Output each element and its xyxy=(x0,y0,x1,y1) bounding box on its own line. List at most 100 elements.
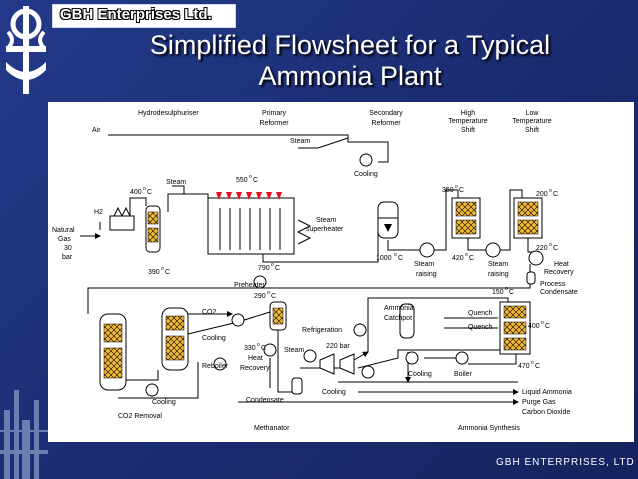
svg-text:330: 330 xyxy=(244,345,256,352)
label-quench-1: Quench xyxy=(468,310,493,317)
label-cooling-bottom-left: Cooling xyxy=(152,399,176,406)
label-heat-recovery-2b: Recovery xyxy=(240,365,270,372)
label-ammonia-catchpot-1: Ammonia xyxy=(384,305,414,312)
to-lts-line xyxy=(500,189,523,251)
label-steam-raising-1b: raising xyxy=(416,271,437,278)
label-carbon-dioxide: Carbon Dioxide xyxy=(522,409,570,416)
label-natural-gas-1: Natural xyxy=(52,227,75,234)
label-quench-2: Quench xyxy=(468,324,493,331)
label-steam-left: Steam xyxy=(166,179,186,186)
steam-raising-exchanger-1 xyxy=(419,242,435,258)
label-primary-reformer-2: Reformer xyxy=(259,120,289,127)
reactor-to-reformer xyxy=(167,193,209,212)
svg-text:C: C xyxy=(509,289,514,296)
hts-out-line xyxy=(467,238,486,251)
label-hydrodesulphuriser: Hydrodesulphuriser xyxy=(138,110,199,117)
svg-text:o: o xyxy=(257,342,260,348)
label-lts-2: Temperature xyxy=(512,118,551,125)
cooling-exchanger-bottom-left xyxy=(145,383,159,397)
methanator-reactor xyxy=(269,301,287,331)
label-secondary-reformer-1: Secondary xyxy=(369,110,403,117)
label-natural-gas-4: bar xyxy=(62,254,73,261)
label-steam-top: Steam xyxy=(290,138,310,145)
svg-text:o: o xyxy=(161,266,164,272)
air-line xyxy=(108,134,389,163)
company-logo xyxy=(6,6,46,94)
label-hts-1: High xyxy=(461,110,476,117)
svg-text:C: C xyxy=(398,255,403,262)
svg-text:o: o xyxy=(394,252,397,258)
secondary-out-line xyxy=(387,240,420,251)
compressor-2 xyxy=(339,353,355,375)
svg-text:o: o xyxy=(541,320,544,326)
label-boiler: Boiler xyxy=(454,371,473,378)
loop-line-bottom xyxy=(357,332,515,369)
burner-icon xyxy=(216,192,282,200)
label-ammonia-catchpot-2: Catchpot xyxy=(384,315,412,322)
label-co2-removal: CO2 Removal xyxy=(118,413,162,420)
label-cooling-left: Cooling xyxy=(202,335,226,342)
svg-text:C: C xyxy=(459,187,464,194)
label-methanator: Methanator xyxy=(254,425,290,432)
primary-reformer xyxy=(207,192,295,255)
label-process-condensate-2: Condensate xyxy=(540,289,578,296)
co2-stripper xyxy=(161,307,189,371)
svg-text:400: 400 xyxy=(130,189,142,196)
label-steam-superheater-1: Steam xyxy=(316,217,336,224)
label-reboiler: Reboiler xyxy=(202,363,229,370)
label-natural-gas-3: 30 xyxy=(64,245,72,252)
label-preheater: Preheater xyxy=(234,282,265,289)
label-cooling-mid: Cooling xyxy=(408,371,432,378)
label-lts-3: Shift xyxy=(525,127,539,134)
heat-recovery-exchanger-1 xyxy=(528,250,544,266)
svg-text:290: 290 xyxy=(254,293,266,300)
label-pressure-220: 220 bar xyxy=(326,343,350,350)
svg-text:o: o xyxy=(455,184,458,190)
label-h2: H2 xyxy=(94,209,103,216)
boiler-exchanger xyxy=(455,351,469,365)
svg-text:C: C xyxy=(553,245,558,252)
svg-text:400: 400 xyxy=(528,323,540,330)
label-cooling-top: Cooling xyxy=(354,171,378,178)
superheater-coil xyxy=(296,219,312,245)
plant-illustration xyxy=(0,390,48,479)
flowsheet-diagram: Hydrodesulphuriser Primary Reformer Seco… xyxy=(52,110,578,432)
preheater-exchanger xyxy=(253,275,267,289)
label-steam-raising-2a: Steam xyxy=(488,261,508,268)
footer-company: GBH ENTERPRISES, LTD xyxy=(496,457,635,468)
svg-text:C: C xyxy=(165,269,170,276)
label-heat-recovery-1a: Heat xyxy=(554,261,569,268)
label-process-condensate-1: Process xyxy=(540,281,566,288)
slide-title: Simplified Flowsheet for a Typical Ammon… xyxy=(100,30,600,92)
label-co2: CO2 xyxy=(202,309,217,316)
svg-text:o: o xyxy=(505,286,508,292)
company-banner xyxy=(52,4,236,28)
cooling-exchanger-top xyxy=(359,153,373,167)
label-purge-gas: Purge Gas xyxy=(522,399,556,406)
label-liquid-ammonia: Liquid Ammonia xyxy=(522,389,572,396)
condensate-knockout xyxy=(291,377,303,395)
svg-text:350: 350 xyxy=(442,187,454,194)
label-cooling-bottom: Cooling xyxy=(322,389,346,396)
regen-loop-line xyxy=(118,370,159,381)
refrigeration-exchanger xyxy=(353,323,367,337)
svg-text:420: 420 xyxy=(452,255,464,262)
svg-text:C: C xyxy=(553,191,558,198)
svg-text:C: C xyxy=(147,189,152,196)
hds-to-reactor xyxy=(129,197,147,222)
label-air: Air xyxy=(92,127,101,134)
co2-absorber xyxy=(99,313,127,391)
cooling-exchanger-loop xyxy=(405,351,419,365)
svg-text:390: 390 xyxy=(148,269,160,276)
steam-raising-exchanger-2 xyxy=(485,242,501,258)
flowsheet-panel xyxy=(48,102,634,442)
